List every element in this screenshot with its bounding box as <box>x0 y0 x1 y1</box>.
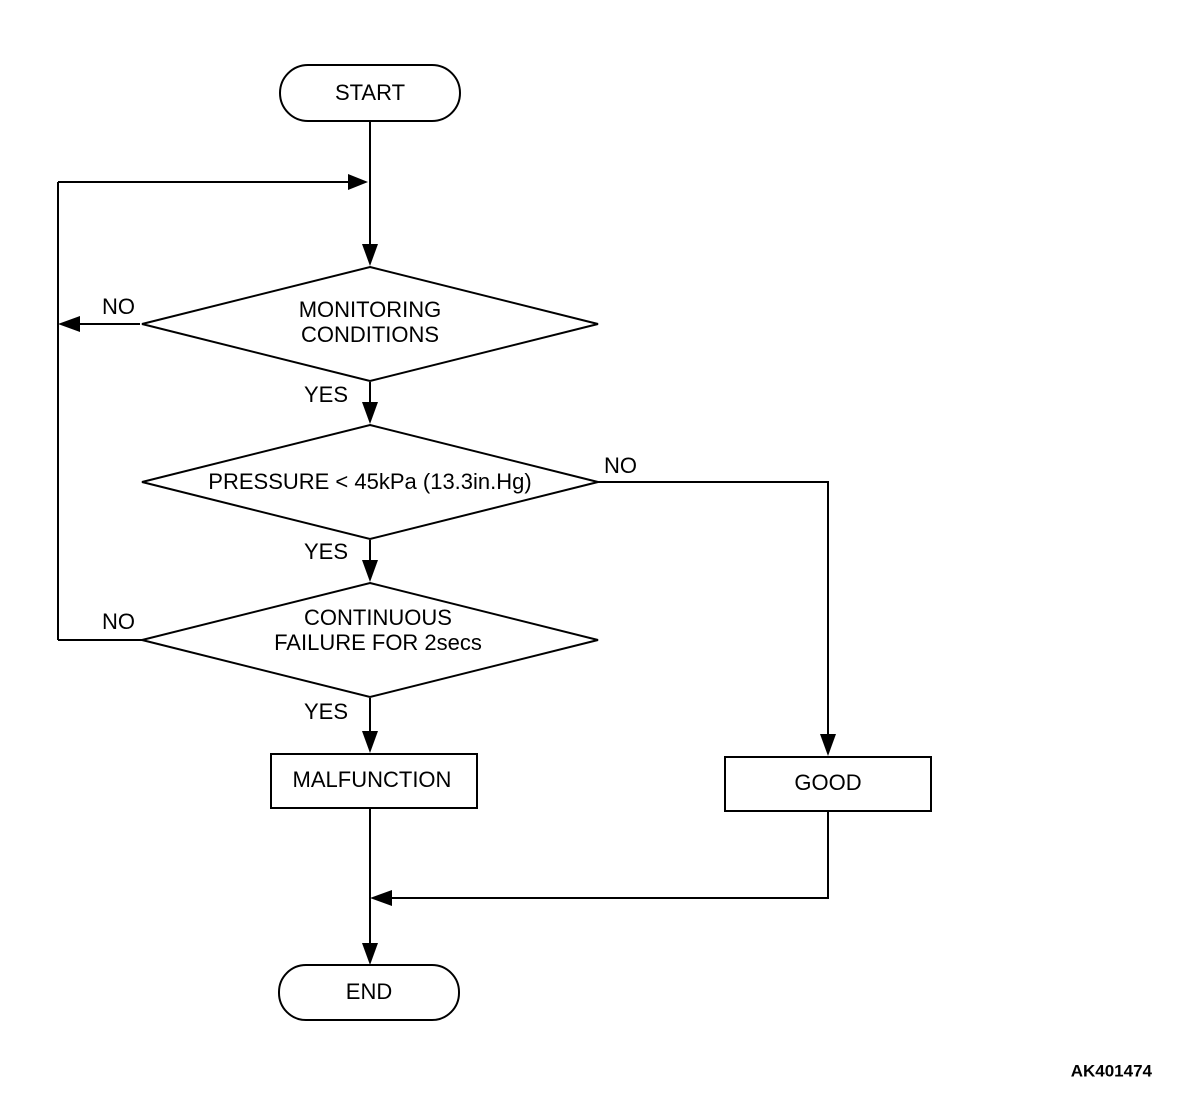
arrowhead-monitoring-no <box>58 316 80 332</box>
end-terminal <box>278 964 460 1021</box>
pressure-yes-label: YES <box>304 539 348 564</box>
node-monitoring-conditions: MONITORING CONDITIONS <box>141 265 599 383</box>
edge-pressure-no <box>598 481 829 738</box>
arrowhead-into-monitoring <box>362 244 378 266</box>
end-label: END <box>346 979 392 1004</box>
monitoring-label-line1: MONITORING <box>299 297 442 322</box>
reference-code: AK401474 <box>1071 1061 1153 1080</box>
continuous-no-label: NO <box>102 609 135 634</box>
malfunction-label: MALFUNCTION <box>293 767 452 792</box>
good-label: GOOD <box>794 770 861 795</box>
node-good: GOOD <box>724 756 932 812</box>
monitoring-no-label: NO <box>102 294 135 319</box>
arrowhead-monitoring-yes <box>362 402 378 424</box>
malfunction-box <box>270 753 478 809</box>
start-terminal <box>279 64 461 122</box>
arrowhead-good-merge <box>370 890 392 906</box>
node-end: END <box>278 964 460 1021</box>
arrowhead-loop-merge <box>348 174 368 190</box>
continuous-yes-label: YES <box>304 699 348 724</box>
monitoring-label-line2: CONDITIONS <box>301 322 439 347</box>
arrowhead-continuous-yes <box>362 731 378 753</box>
monitoring-decision <box>141 265 599 383</box>
good-box <box>724 756 932 812</box>
pressure-decision <box>141 423 599 541</box>
arrowhead-into-end <box>362 943 378 965</box>
arrowhead-pressure-no <box>820 734 836 756</box>
edges <box>57 120 836 965</box>
edge-good-to-end <box>388 812 829 899</box>
monitoring-yes-label: YES <box>304 382 348 407</box>
node-pressure-check: PRESSURE < 45kPa (13.3in.Hg) <box>141 423 599 541</box>
node-start: START <box>279 64 461 122</box>
node-continuous-failure: CONTINUOUS FAILURE FOR 2secs <box>141 581 599 699</box>
continuous-decision <box>141 581 599 699</box>
continuous-label-line1: CONTINUOUS <box>304 605 452 630</box>
pressure-no-label: NO <box>604 453 637 478</box>
pressure-label: PRESSURE < 45kPa (13.3in.Hg) <box>208 469 531 494</box>
start-label: START <box>335 80 405 105</box>
edge-labels: NO YES NO YES NO YES <box>102 294 637 724</box>
continuous-label-line2: FAILURE FOR 2secs <box>274 630 482 655</box>
node-malfunction: MALFUNCTION <box>270 753 478 809</box>
arrowhead-pressure-yes <box>362 560 378 582</box>
